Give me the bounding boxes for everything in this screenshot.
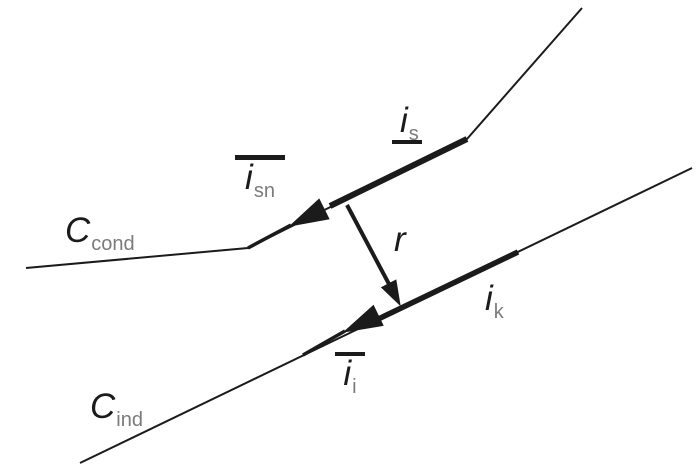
label-i-s: is xyxy=(392,103,422,144)
label-c-cond-main: C xyxy=(65,211,91,250)
label-c-cond: Ccond xyxy=(65,211,135,254)
label-i-sn-sub: sn xyxy=(253,180,275,202)
arrowhead-isn xyxy=(288,198,330,227)
tail-ii xyxy=(302,329,346,357)
label-r: r xyxy=(394,222,406,257)
label-i-k-sub: k xyxy=(493,301,504,323)
label-i-i-main: i xyxy=(343,354,352,393)
label-c-ind: Cind xyxy=(90,387,143,430)
r-arrow-shaft xyxy=(345,204,392,287)
label-i-k: ik xyxy=(485,279,504,322)
label-c-ind-sub: ind xyxy=(116,409,143,431)
label-c-ind-main: C xyxy=(90,387,116,426)
label-r-main: r xyxy=(394,220,406,259)
label-i-s-sub: s xyxy=(408,123,419,145)
current-bar-is xyxy=(328,136,469,209)
current-bar-ik xyxy=(368,249,520,326)
label-i-i-sub: i xyxy=(352,376,357,398)
tail-isn xyxy=(247,223,292,250)
label-i-i: ii xyxy=(335,352,365,397)
label-i-k-main: i xyxy=(485,279,493,318)
label-i-sn: isn xyxy=(235,155,285,201)
label-c-cond-sub: cond xyxy=(91,233,135,255)
label-i-sn-main: i xyxy=(245,158,253,197)
arrowhead-r xyxy=(380,279,401,307)
label-i-s-main: i xyxy=(400,101,408,140)
arrowhead-ii xyxy=(342,304,384,333)
